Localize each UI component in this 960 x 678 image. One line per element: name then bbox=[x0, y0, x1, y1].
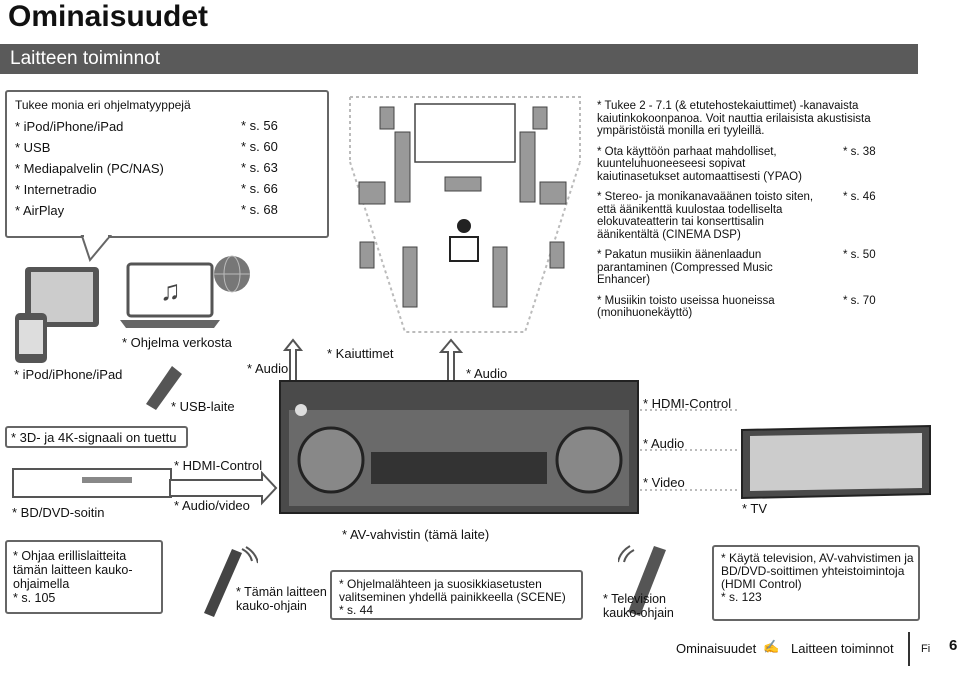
page-title: Ominaisuudet bbox=[8, 0, 209, 33]
globe-icon bbox=[214, 255, 250, 293]
list-item: * Tukee 2 - 7.1 (& etutehostekaiuttimet)… bbox=[597, 100, 927, 138]
laptop-icon: ♫ bbox=[120, 262, 220, 328]
av-receiver-illustration bbox=[279, 380, 639, 514]
speaker-room-illustration bbox=[349, 96, 581, 333]
network-source-label: * Ohjelma verkosta bbox=[122, 335, 232, 350]
pencil-icon: ✍ bbox=[763, 639, 780, 654]
sources-box-pointer bbox=[80, 234, 113, 263]
ipod-label: * iPod/iPhone/iPad bbox=[14, 367, 123, 382]
list-item: * Musiikin toisto useissa huoneissa (mon… bbox=[597, 295, 927, 320]
3d-4k-signal-badge: * 3D- ja 4K-signaali on tuettu bbox=[5, 426, 188, 448]
scene-page: * s. 44 bbox=[339, 603, 374, 617]
feature-text: * Stereo- ja monikanavaäänen toisto site… bbox=[597, 191, 814, 241]
video-label-right: * Video bbox=[643, 475, 685, 490]
feature-list: * Tukee 2 - 7.1 (& etutehostekaiuttimet)… bbox=[597, 100, 927, 320]
list-item-label: * Mediapalvelin (PC/NAS) bbox=[15, 161, 164, 176]
section-title: Laitteen toiminnot bbox=[10, 48, 160, 69]
remote-control-box bbox=[5, 540, 163, 614]
audio-video-label: * Audio/video bbox=[174, 498, 250, 513]
sources-list: * iPod/iPhone/iPad * s. 56 * USB * s. 60 *… bbox=[15, 118, 315, 223]
remote-control-text: * Ohjaa erillislaitteita tämän laitteen … bbox=[13, 549, 153, 605]
list-item: * USB * s. 60 bbox=[15, 139, 315, 160]
bd-dvd-label: * BD/DVD-soitin bbox=[12, 505, 105, 520]
feature-page: * s. 46 bbox=[843, 191, 876, 203]
svg-text:♫: ♫ bbox=[160, 275, 181, 306]
hdmi-control-box bbox=[712, 545, 920, 621]
list-item-label: * Internetradio bbox=[15, 182, 97, 197]
list-item: * AirPlay * s. 68 bbox=[15, 202, 315, 223]
scene-box bbox=[330, 570, 583, 620]
speakers-label: * Kaiuttimet bbox=[327, 346, 394, 361]
list-item-label: * iPod/iPhone/iPad bbox=[15, 119, 124, 134]
arrows-layer bbox=[169, 338, 740, 506]
3d-4k-signal-text: * 3D- ja 4K-signaali on tuettu bbox=[11, 430, 177, 445]
arrow-up-icon bbox=[282, 338, 304, 386]
list-item-label: * AirPlay bbox=[15, 203, 65, 218]
feature-page: * s. 38 bbox=[843, 145, 876, 158]
list-item-page: * s. 56 bbox=[241, 118, 278, 133]
remote-control-desc: * Ohjaa erillislaitteita tämän laitteen … bbox=[13, 549, 133, 591]
hdmi-control-page: * s. 123 bbox=[721, 590, 762, 604]
tv-remote-label: * Television kauko-ohjain bbox=[603, 592, 674, 620]
audio-label-left: * Audio bbox=[247, 361, 289, 376]
receiver-remote-icon bbox=[204, 546, 258, 617]
list-item: * Internetradio * s. 66 bbox=[15, 181, 315, 202]
list-item-page: * s. 60 bbox=[241, 139, 278, 154]
footer-section: Ominaisuudet bbox=[676, 641, 757, 656]
sources-heading: Tukee monia eri ohjelmatyyppejä bbox=[15, 98, 191, 112]
usb-device-label: * USB-laite bbox=[171, 399, 235, 414]
list-item-label: * USB bbox=[15, 140, 51, 155]
list-item: * Ota käyttöön parhaat mahdolliset, kuun… bbox=[597, 146, 927, 184]
list-item-page: * s. 63 bbox=[241, 160, 278, 175]
scene-desc: * Ohjelmalähteen ja suosikkiasetusten va… bbox=[339, 577, 566, 604]
feature-text: * Musiikin toisto useissa huoneissa (mon… bbox=[597, 294, 775, 320]
audio-label-right: * Audio bbox=[643, 436, 685, 451]
arrow-up-icon bbox=[438, 338, 464, 386]
section-bar: Laitteen toiminnot bbox=[0, 44, 918, 74]
hdmi-control-label-left: * HDMI-Control bbox=[174, 458, 263, 473]
arrow-right-icon bbox=[169, 470, 278, 506]
list-item: * Stereo- ja monikanavaäänen toisto site… bbox=[597, 191, 927, 241]
footer-divider bbox=[908, 632, 910, 666]
tablet-icon bbox=[25, 267, 99, 327]
list-item: * Mediapalvelin (PC/NAS) * s. 63 bbox=[15, 160, 315, 181]
scene-text: * Ohjelmalähteen ja suosikkiasetusten va… bbox=[339, 578, 579, 617]
feature-text: * Tukee 2 - 7.1 (& etutehostekaiuttimet)… bbox=[597, 100, 871, 137]
sources-box bbox=[5, 90, 329, 238]
feature-text: * Ota käyttöön parhaat mahdolliset, kuun… bbox=[597, 145, 802, 183]
footer-lang: Fi bbox=[921, 643, 931, 655]
av-receiver-label: * AV-vahvistin (tämä laite) bbox=[342, 527, 490, 542]
tv-icon bbox=[741, 424, 931, 500]
list-item-page: * s. 68 bbox=[241, 202, 278, 217]
footer-subsection: Laitteen toiminnot bbox=[791, 641, 894, 656]
feature-text: * Pakatun musiikin äänenlaadun parantami… bbox=[597, 249, 773, 286]
hdmi-control-text: * Käytä television, AV-vahvistimen ja BD… bbox=[721, 552, 917, 604]
tv-label: * TV bbox=[742, 501, 768, 516]
list-item-page: * s. 66 bbox=[241, 181, 278, 196]
phone-icon bbox=[15, 313, 47, 363]
hdmi-control-desc: * Käytä television, AV-vahvistimen ja BD… bbox=[721, 551, 914, 591]
feature-page: * s. 50 bbox=[843, 249, 876, 261]
receiver-remote-label: * Tämän laitteen kauko-ohjain bbox=[236, 585, 327, 613]
list-item: * iPod/iPhone/iPad * s. 56 bbox=[15, 118, 315, 139]
tv-remote-icon bbox=[618, 545, 666, 616]
usb-stick-icon bbox=[146, 366, 182, 410]
remote-control-page: * s. 105 bbox=[13, 591, 56, 605]
page-number: 6 bbox=[949, 637, 958, 654]
audio-label-mid: * Audio bbox=[466, 366, 508, 381]
feature-page: * s. 70 bbox=[843, 294, 876, 307]
hdmi-control-label-right: * HDMI-Control bbox=[643, 396, 732, 411]
list-item: * Pakatun musiikin äänenlaadun parantami… bbox=[597, 249, 927, 287]
